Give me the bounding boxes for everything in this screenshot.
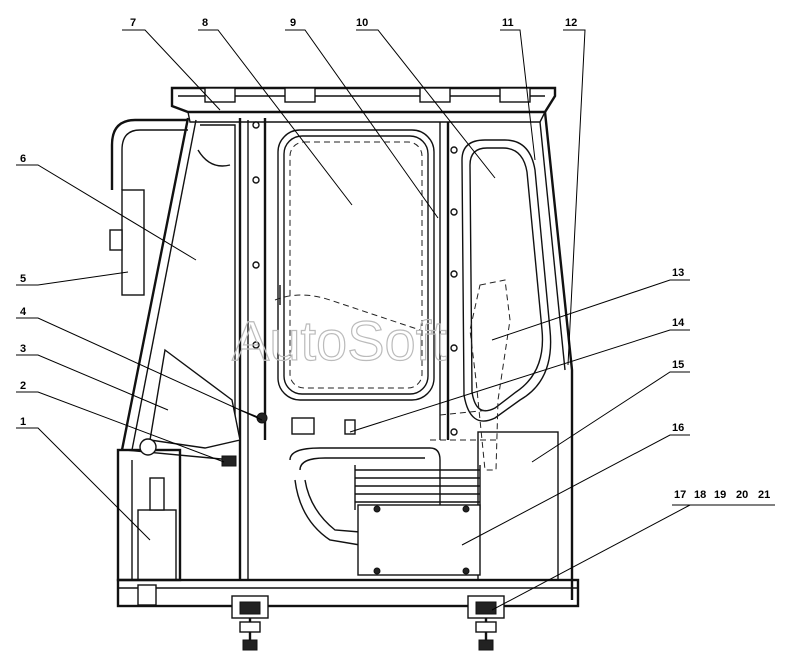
callout-2: 2 xyxy=(20,380,26,392)
cab-body xyxy=(116,111,580,608)
callout-11: 11 xyxy=(502,17,514,29)
hose-runs xyxy=(274,285,441,546)
lower-left-fitting xyxy=(131,460,177,606)
callout-3: 3 xyxy=(20,343,26,355)
filter-bellows xyxy=(354,465,481,576)
callout-4: 4 xyxy=(20,306,27,318)
rear-window xyxy=(461,139,552,422)
front-side-panel xyxy=(197,124,236,421)
mount-left xyxy=(231,595,269,651)
door-window xyxy=(277,129,435,401)
callout-7: 7 xyxy=(130,17,136,29)
callout-14: 14 xyxy=(672,317,685,329)
callout-5: 5 xyxy=(20,273,26,285)
watermark: AutoSoft xyxy=(232,309,447,372)
callout-labels: 7 8 9 10 11 12 6 5 4 3 2 1 13 14 15 16 1… xyxy=(20,17,770,501)
callout-15: 15 xyxy=(672,359,684,371)
heater-unit xyxy=(430,279,511,471)
callout-1: 1 xyxy=(20,416,26,428)
callout-17: 17 xyxy=(674,489,686,501)
callout-16: 16 xyxy=(672,422,684,434)
callout-21: 21 xyxy=(758,489,770,501)
callout-19: 19 xyxy=(714,489,726,501)
rivets xyxy=(252,121,458,436)
callout-10: 10 xyxy=(356,17,368,29)
callout-12: 12 xyxy=(565,17,577,29)
callout-13: 13 xyxy=(672,267,684,279)
callout-8: 8 xyxy=(202,17,208,29)
mirror-assembly xyxy=(109,118,188,296)
callout-20: 20 xyxy=(736,489,748,501)
callout-9: 9 xyxy=(290,17,296,29)
callout-18: 18 xyxy=(694,489,706,501)
roof-frame xyxy=(170,86,557,123)
mount-right xyxy=(467,595,505,651)
leader-lines xyxy=(16,29,775,611)
callout-6: 6 xyxy=(20,153,26,165)
